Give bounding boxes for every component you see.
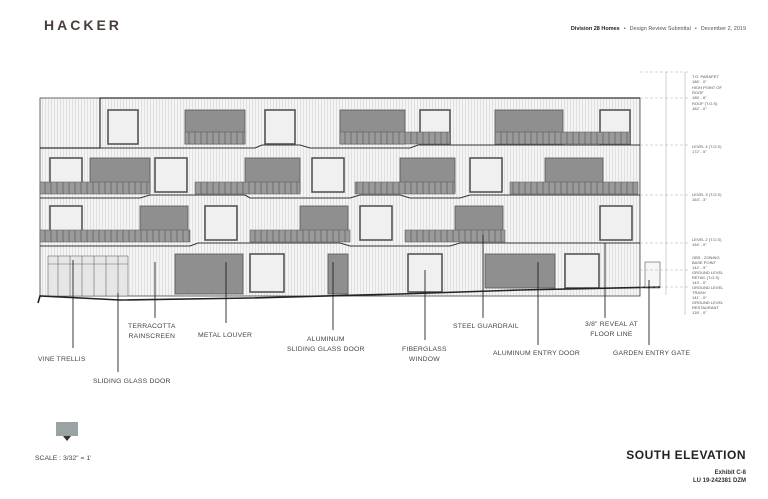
callout-aluminum-sliding-glass-door: ALUMINUM SLIDING GLASS DOOR bbox=[287, 336, 365, 353]
level-tag-ground-retail: GROUND LEVEL RETAIL (T.O.S) 143' - 0" bbox=[692, 270, 724, 285]
callout-reveal-floor-line: 3/8" REVEAL AT FLOOR LINE bbox=[585, 321, 638, 338]
sheet-header: Division 28 Homes•Design Review Submitta… bbox=[571, 26, 746, 32]
project-name: Division 28 Homes bbox=[570, 26, 620, 32]
callout-fiberglass-window: FIBERGLASS WINDOW bbox=[402, 346, 447, 363]
level-tag-level3: LEVEL 3 (T.O.S) 163' - 3" bbox=[692, 192, 722, 202]
hacker-logo: HACKER bbox=[44, 17, 122, 33]
grade-line bbox=[37, 286, 661, 304]
level-tag-zoning: OBS - ZONING BASE POINT 142' - 9" bbox=[692, 255, 720, 270]
callout-terracotta-rainscreen: TERRACOTTA RAINSCREEN bbox=[128, 323, 176, 340]
level-lines bbox=[640, 71, 690, 288]
scale-symbol bbox=[56, 422, 78, 441]
level-tag-level4: LEVEL 4 (T.O.S) 172' - 5" bbox=[692, 144, 722, 154]
vine-trellis bbox=[47, 255, 129, 297]
level-tag-high-point: HIGH POINT OF ROOF 185' - 6" bbox=[692, 85, 722, 100]
submittal-date: December 2, 2019 bbox=[700, 26, 746, 32]
callout-steel-guardrail: STEEL GUARDRAIL bbox=[453, 323, 519, 330]
level-tag-level2: LEVEL 2 (T.O.S) 154' - 0" bbox=[692, 237, 722, 247]
callout-metal-louver: METAL LOUVER bbox=[198, 332, 253, 339]
callout-vine-trellis: VINE TRELLIS bbox=[38, 356, 86, 363]
submittal-label: Design Review Submittal bbox=[629, 26, 691, 32]
callout-garden-entry-gate: GARDEN ENTRY GATE bbox=[613, 350, 691, 357]
garden-entry-gate bbox=[644, 261, 661, 289]
separator-dot: • bbox=[694, 26, 697, 32]
level-tag-parapet: T.O. PARAPET 186' - 0" bbox=[692, 74, 719, 84]
windows bbox=[49, 109, 633, 293]
case-number: LU 19-242381 DZM bbox=[692, 478, 746, 485]
exhibit-block: Exhibit C-8 LU 19-242381 DZM bbox=[693, 469, 746, 485]
level-tag-roof: ROOF (T.O.S) 182' - 0" bbox=[692, 101, 718, 111]
drawing-title: SOUTH ELEVATION bbox=[626, 448, 746, 462]
callout-sliding-glass-door: SLIDING GLASS DOOR bbox=[93, 378, 171, 385]
drawing-scale: SCALE : 3/32" = 1' bbox=[35, 455, 92, 462]
callout-aluminum-entry-door: ALUMINUM ENTRY DOOR bbox=[493, 350, 581, 357]
exhibit-number: Exhibit C-8 bbox=[714, 470, 746, 476]
leader-lines bbox=[72, 235, 650, 372]
guardrails bbox=[39, 131, 639, 243]
separator-dot: • bbox=[623, 26, 626, 32]
level-tag-ground-trash: GROUND LEVEL TRASH 141' - 0" bbox=[692, 285, 724, 300]
level-tag-ground-restaurant: GROUND LEVEL RESTAURANT 139' - 0" bbox=[692, 300, 724, 315]
